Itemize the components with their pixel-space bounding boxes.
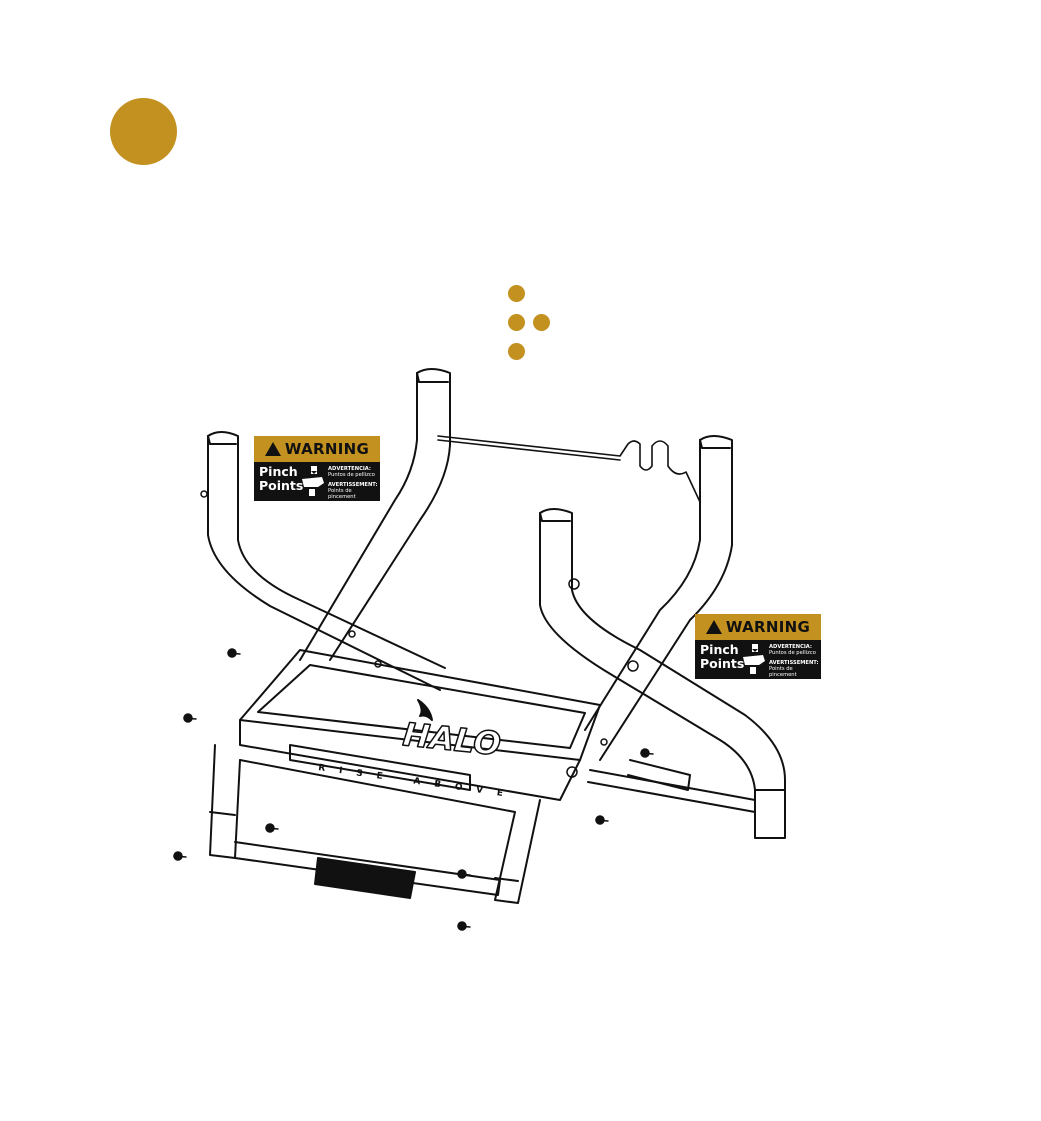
es-text: Puntos de pellizco: [769, 650, 821, 656]
warning-label-left: WARNING Pinch Points ADVERTENCIA: Puntos…: [254, 436, 380, 501]
front-tall-leg: [300, 369, 450, 660]
halo-tagline-text: RISE ABOVE: [318, 763, 518, 801]
pinch-title-line2: Points: [259, 479, 303, 493]
wire-rod: [438, 436, 700, 502]
warning-triangle-icon: [706, 620, 722, 634]
es-text: Puntos de pellizco: [328, 472, 380, 478]
warning-triangle-icon: [265, 442, 281, 456]
rear-cross-bar: [588, 760, 755, 812]
warning-label-right: WARNING Pinch Points ADVERTENCIA: Puntos…: [695, 614, 821, 679]
hand-pinch-icon: [300, 465, 326, 497]
fasteners: [174, 491, 653, 930]
pinch-title-line1: Pinch: [700, 643, 744, 657]
halo-logo-text: HALO: [401, 715, 502, 763]
fr-text: Points de pincement: [769, 666, 821, 678]
back-right-leg: [585, 436, 732, 760]
fr-text: Points de pincement: [328, 488, 380, 500]
pinch-title-line1: Pinch: [259, 465, 303, 479]
hand-pinch-icon: [741, 643, 767, 675]
warning-header-text: WARNING: [726, 618, 810, 636]
pinch-title-line2: Points: [700, 657, 744, 671]
warning-header-text: WARNING: [285, 440, 369, 458]
